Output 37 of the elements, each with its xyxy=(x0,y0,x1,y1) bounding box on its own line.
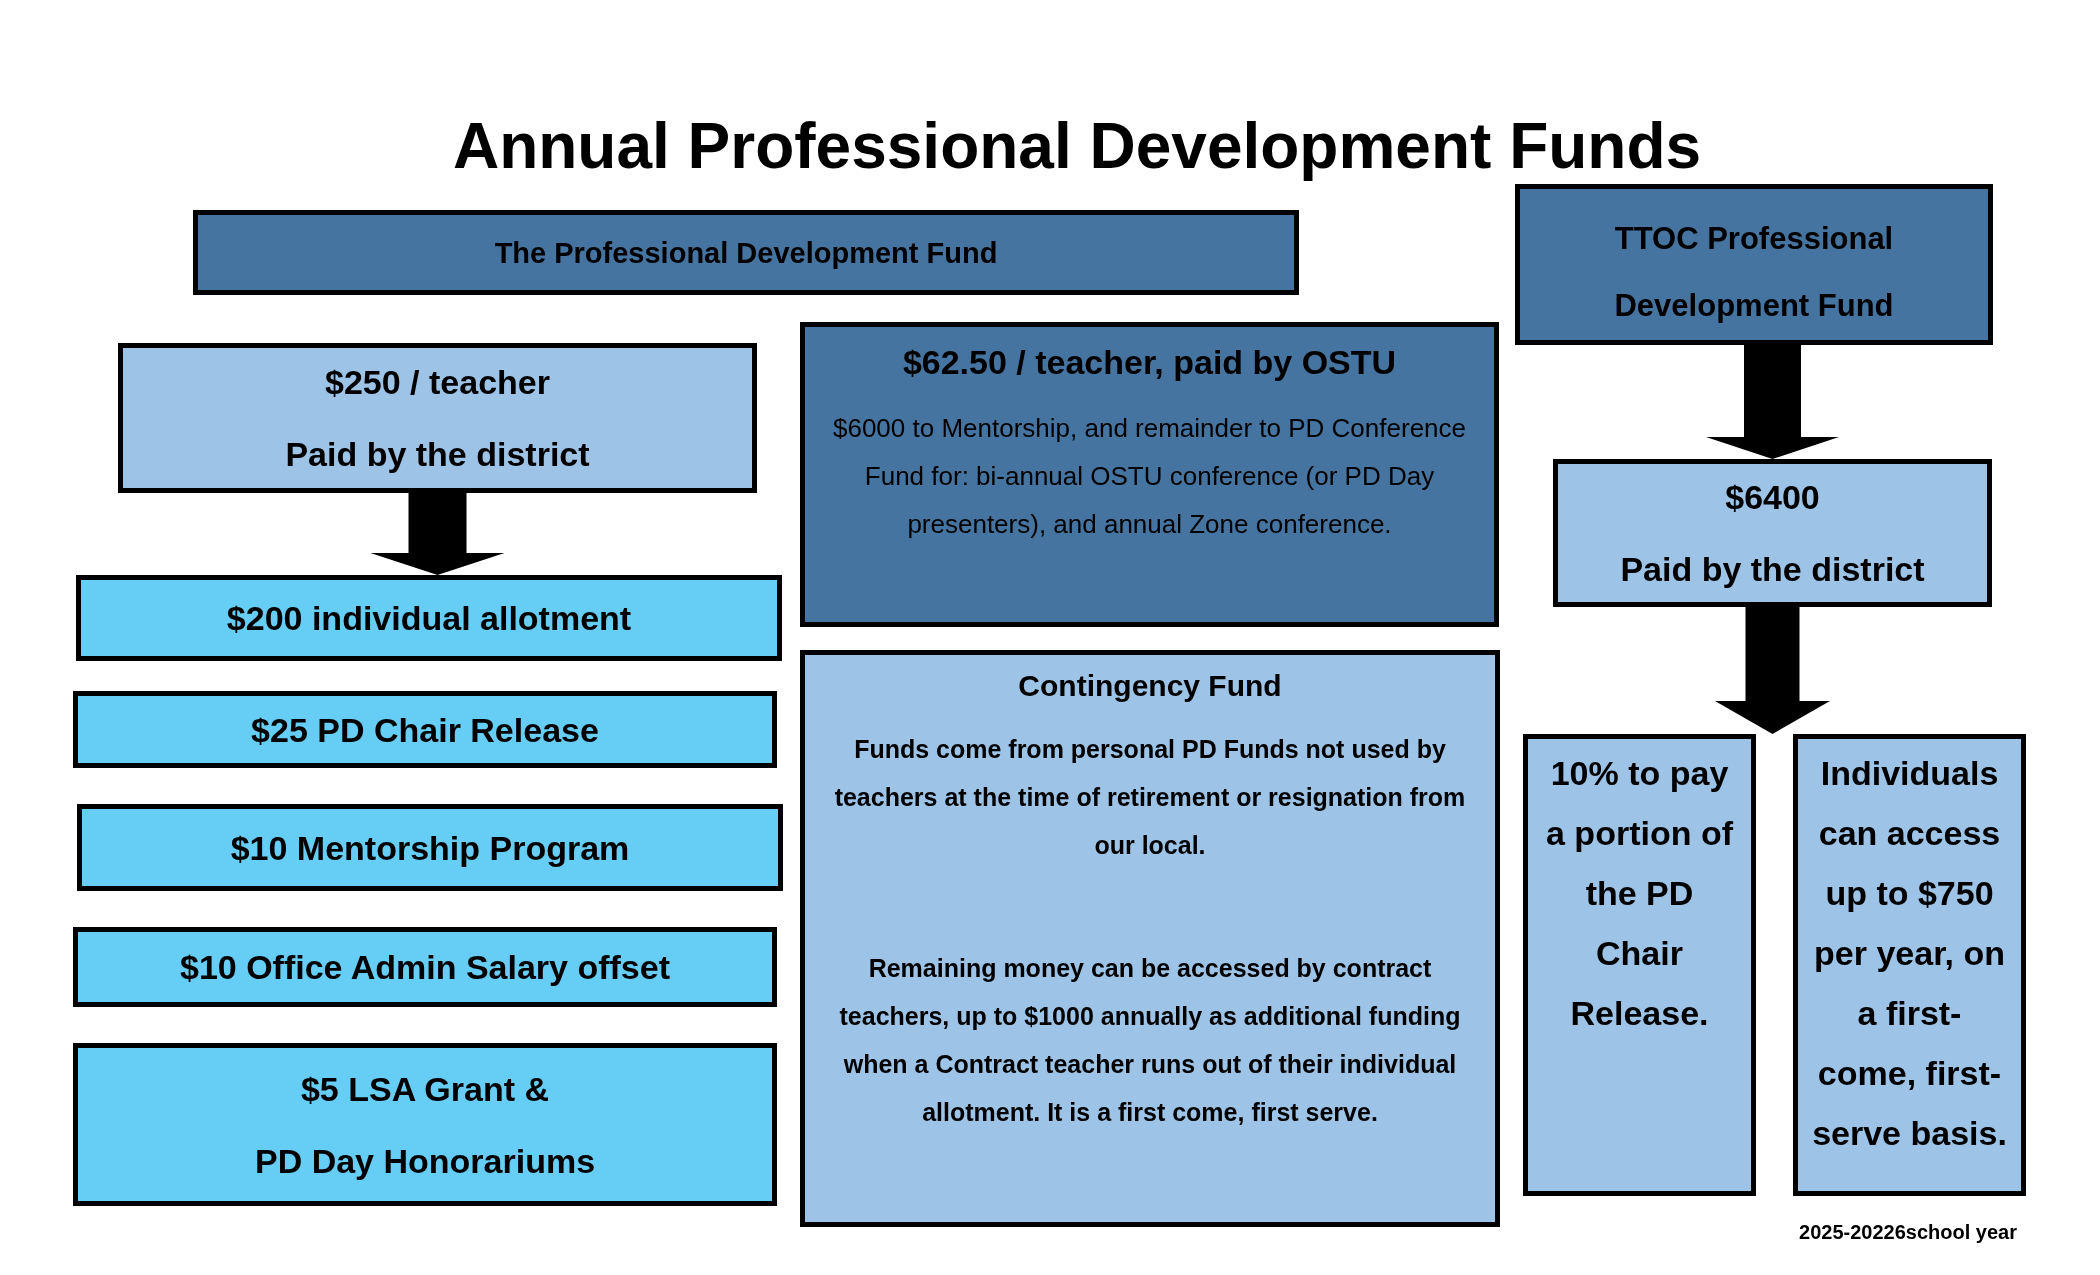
allocation-box xyxy=(73,927,777,1007)
allocation-label: $10 Office Admin Salary offset xyxy=(180,947,670,988)
fund-header-box xyxy=(1515,184,1993,345)
allocation-label: PD Day Honorariums xyxy=(254,1140,596,1182)
allocation-box xyxy=(77,804,783,891)
allocation-box xyxy=(1523,734,1756,1196)
amount-label: $250 / teacher xyxy=(325,362,550,403)
allocation-label: $10 Mentorship Program xyxy=(230,827,630,869)
box-heading: TTOC Professional Development Fund xyxy=(1613,219,1895,325)
amount-box xyxy=(118,343,757,493)
allocation-label: $5 LSA Grant & xyxy=(300,1068,550,1110)
info-panel xyxy=(800,322,1499,627)
amount-box xyxy=(1553,459,1992,607)
panel-body-text: Funds come from personal PD Funds not used by teachers at the time of retirement or resignation from our local. xyxy=(833,734,1467,861)
allocation-label: Individuals can access up to $750 per year, on a first-come, first-serve basis. xyxy=(1811,753,2008,1154)
info-panel xyxy=(800,650,1500,1227)
panel-heading: Contingency Fund xyxy=(1018,668,1282,704)
payer-label: Paid by the district xyxy=(285,434,590,475)
allocation-box xyxy=(1793,734,2026,1196)
block-arrow xyxy=(370,493,505,575)
payer-label: Paid by the district xyxy=(1620,549,1925,590)
panel-heading: $62.50 / teacher, paid by OSTU xyxy=(902,342,1397,383)
panel-body-text: $6000 to Mentorship, and remainder to PD Conference Fund for: bi-annual OSTU conference (or PD Day presenters), and annual Zone conference. xyxy=(831,412,1467,541)
fund-header-box xyxy=(193,210,1299,295)
block-arrow xyxy=(1706,345,1839,459)
allocation-label: $200 individual allotment xyxy=(226,598,632,639)
panel-body-text: Remaining money can be accessed by contract teachers, up to $1000 annually as additional funding when a Contract teacher runs out of their individual allotment. It is a first come, first serve. xyxy=(838,953,1462,1128)
allocation-box xyxy=(73,1043,777,1206)
box-heading: The Professional Development Fund xyxy=(494,235,998,271)
allocation-box xyxy=(73,691,777,768)
amount-label: $6400 xyxy=(1725,477,1820,518)
block-arrow xyxy=(1715,607,1830,734)
diagram-title: Annual Professional Development Funds xyxy=(452,109,1702,184)
allocation-box xyxy=(76,575,782,661)
allocation-label: 10% to pay a portion of the PD Chair Release. xyxy=(1545,753,1734,1034)
allocation-label: $25 PD Chair Release xyxy=(251,709,599,751)
footnote-text: 2025-20226school year xyxy=(1799,1220,2017,1244)
